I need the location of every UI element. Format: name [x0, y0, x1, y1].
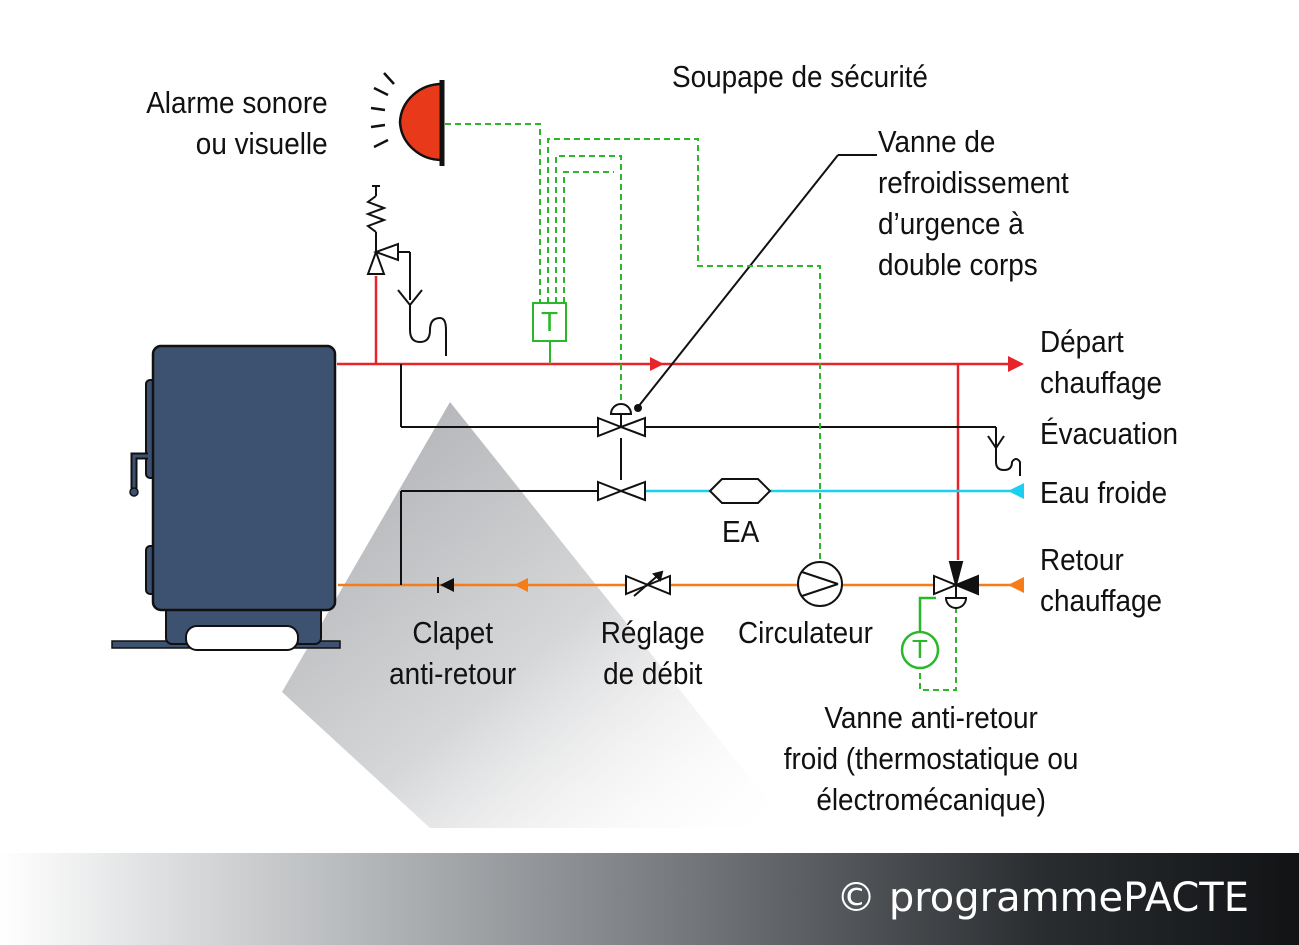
check-valve-line1: Clapet — [412, 615, 494, 650]
three-way-valve-icon — [933, 561, 979, 609]
supply-label-line1: Départ — [1040, 324, 1124, 359]
copyright-text: © programmePACTE — [836, 875, 1249, 921]
emergency-valve-label: Vanne de refroidissement d’urgence à dou… — [878, 121, 1069, 285]
flow-adjust-label: Réglage de débit — [592, 612, 714, 694]
safety-valve-label: Soupape de sécurité — [672, 59, 928, 94]
return-flow-arrow — [514, 578, 528, 592]
alarm-label: Alarme sonore ou visuelle — [140, 82, 328, 164]
circulator-pump-icon — [797, 561, 843, 607]
return-label-line2: chauffage — [1040, 583, 1163, 618]
supply-label: Départ chauffage — [1040, 321, 1162, 403]
circulator-label: Circulateur — [738, 615, 873, 650]
footer-bar: © programmePACTE — [0, 853, 1299, 945]
backflow-preventer-icon — [708, 478, 772, 504]
evacuation-drain-icon — [987, 435, 1021, 476]
thermostat-label-supply: T — [541, 306, 559, 337]
alarm-icon — [370, 72, 445, 166]
cold-water-label: Eau froide — [1040, 475, 1168, 510]
thermostat-label-return: T — [912, 634, 928, 664]
emergency-valve-line3: d’urgence à — [878, 206, 1024, 241]
alarm-label-line1: Alarme sonore — [146, 85, 328, 120]
supply-end-arrow — [1008, 356, 1024, 372]
alarm-label-line2: ou visuelle — [195, 126, 328, 161]
thermostat-icon-return — [900, 596, 940, 670]
check-valve-icon — [440, 578, 454, 592]
emergency-cooling-valve-icon — [597, 403, 646, 502]
flow-adjust-line2: de débit — [603, 656, 703, 691]
flow-adjust-line1: Réglage — [600, 615, 705, 650]
anti-return-line2: froid (thermostatique ou — [783, 741, 1079, 776]
emergency-valve-line2: refroidissement — [878, 165, 1069, 200]
emergency-valve-line4: double corps — [878, 247, 1038, 282]
anti-return-line1: Vanne anti-retour — [824, 700, 1038, 735]
drain-label: Évacuation — [1040, 416, 1179, 451]
return-label: Retour chauffage — [1040, 539, 1162, 621]
emergency-valve-line1: Vanne de — [878, 124, 996, 159]
supply-label-line2: chauffage — [1040, 365, 1163, 400]
check-valve-label: Clapet anti-retour — [374, 612, 532, 694]
return-end-arrow — [1008, 577, 1024, 593]
supply-pipe — [337, 276, 1010, 560]
thermostat-icon — [532, 302, 567, 364]
return-label-line1: Retour — [1040, 542, 1124, 577]
anti-return-valve-label: Vanne anti-retour froid (thermostatique … — [752, 697, 1110, 820]
shadow-beam — [282, 402, 790, 828]
safety-valve-icon — [365, 185, 411, 300]
sensor-wiring — [445, 123, 957, 691]
supply-flow-arrow — [650, 357, 664, 371]
drain-icon — [397, 289, 447, 356]
ea-label: EA — [722, 514, 760, 549]
leader-dot — [634, 404, 642, 412]
boiler-icon — [111, 344, 341, 651]
anti-return-line3: électromécanique) — [816, 782, 1046, 817]
check-valve-line2: anti-retour — [389, 656, 517, 691]
flow-valve-icon — [625, 570, 671, 597]
cold-water-arrow — [1008, 483, 1024, 499]
